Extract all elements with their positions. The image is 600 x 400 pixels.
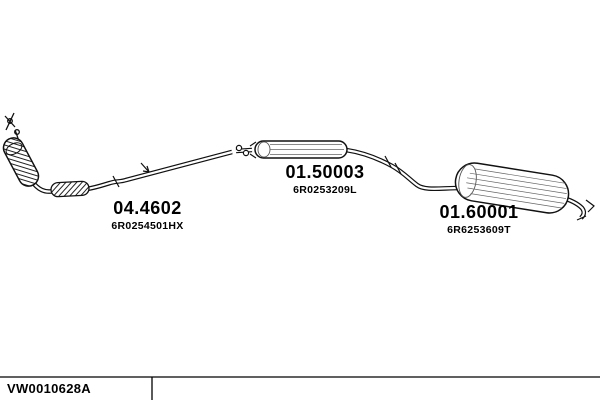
part-label-rear-muffler: 01.60001 6R6253609T xyxy=(424,202,534,236)
part-number: 6R6253609T xyxy=(447,223,511,236)
center-flange xyxy=(235,144,250,157)
part-code: 01.50003 xyxy=(285,162,365,182)
part-number: 6R0253209L xyxy=(293,183,357,196)
tailpipe-tip xyxy=(576,199,595,221)
center-muffler xyxy=(249,140,348,159)
part-label-catalytic-section: 04.4602 6R0254501HX xyxy=(95,198,200,232)
part-number: 6R0254501HX xyxy=(111,219,184,232)
part-code: 01.60001 xyxy=(439,202,519,222)
drawing-id: VW0010628A xyxy=(7,381,91,396)
rear-muffler xyxy=(454,162,570,214)
part-code: 04.4602 xyxy=(113,198,182,218)
catalytic-converter xyxy=(2,137,40,187)
title-block-border xyxy=(0,376,600,400)
front-resonator xyxy=(50,180,90,198)
clamp-marks xyxy=(112,155,402,188)
part-label-center-muffler: 01.50003 6R0253209L xyxy=(270,162,380,196)
